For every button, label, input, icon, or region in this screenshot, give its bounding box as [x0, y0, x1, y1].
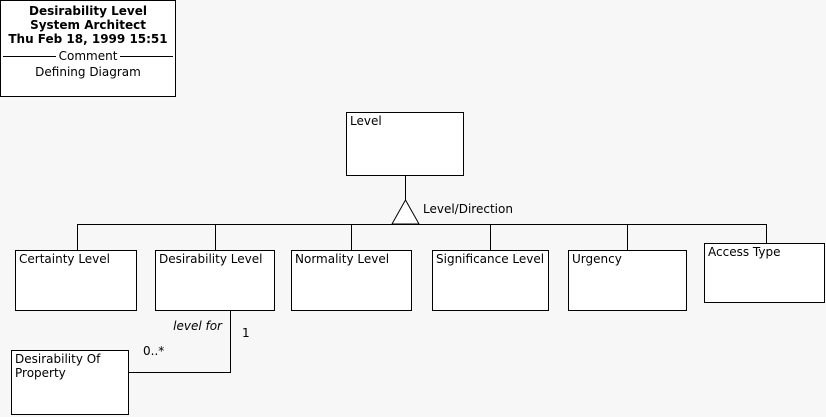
class-box-desirability-of-property[interactable]: Desirability Of Property: [11, 350, 129, 415]
generalization-discriminator-label: Level/Direction: [423, 202, 513, 216]
generalization-stem: [405, 176, 406, 201]
class-name-significance-level: Significance Level: [436, 252, 545, 266]
association-role-label: level for: [173, 319, 222, 333]
diagram-header-titles: Desirability Level System Architect Thu …: [1, 1, 175, 46]
class-box-level[interactable]: Level: [346, 112, 464, 176]
class-name-level: Level: [350, 114, 382, 128]
generalization-drop-urgency: [627, 224, 628, 251]
class-box-desirability-level[interactable]: Desirability Level: [155, 250, 275, 311]
generalization-bus-line: [77, 224, 767, 225]
class-box-significance-level[interactable]: Significance Level: [432, 250, 549, 311]
association-line-vertical: [230, 311, 231, 372]
class-box-access-type[interactable]: Access Type: [704, 243, 825, 303]
association-line-horizontal: [129, 372, 231, 373]
class-box-certainty-level[interactable]: Certainty Level: [15, 250, 137, 311]
header-comment-separator: Comment: [1, 50, 175, 63]
generalization-drop-desirability-level: [215, 224, 216, 251]
diagram-header-box: Desirability Level System Architect Thu …: [0, 0, 176, 97]
generalization-drop-certainty-level: [77, 224, 78, 251]
class-name-access-type: Access Type: [708, 245, 781, 259]
association-multiplicity-source: 0..*: [143, 344, 165, 358]
header-title-line-1: Desirability Level: [29, 4, 147, 18]
class-box-normality-level[interactable]: Normality Level: [291, 250, 412, 311]
class-name-desirability-level: Desirability Level: [159, 252, 263, 266]
class-name-urgency: Urgency: [572, 252, 622, 266]
generalization-drop-normality-level: [351, 224, 352, 251]
generalization-triangle-icon: [391, 199, 420, 225]
separator-rule-left: [3, 56, 56, 57]
generalization-drop-access-type: [766, 224, 767, 244]
header-title-line-2: System Architect: [30, 18, 146, 32]
class-name-normality-level: Normality Level: [295, 252, 390, 266]
header-title-line-3: Thu Feb 18, 1999 15:51: [8, 32, 168, 46]
class-box-urgency[interactable]: Urgency: [568, 250, 687, 311]
class-name-certainty-level: Certainty Level: [19, 252, 110, 266]
generalization-drop-significance-level: [490, 224, 491, 251]
association-multiplicity-target: 1: [242, 326, 250, 340]
class-name-desirability-of-property: Desirability Of Property: [15, 352, 101, 380]
separator-label: Comment: [58, 49, 118, 63]
separator-rule-right: [120, 56, 174, 57]
header-comment-text: Defining Diagram: [35, 65, 141, 79]
